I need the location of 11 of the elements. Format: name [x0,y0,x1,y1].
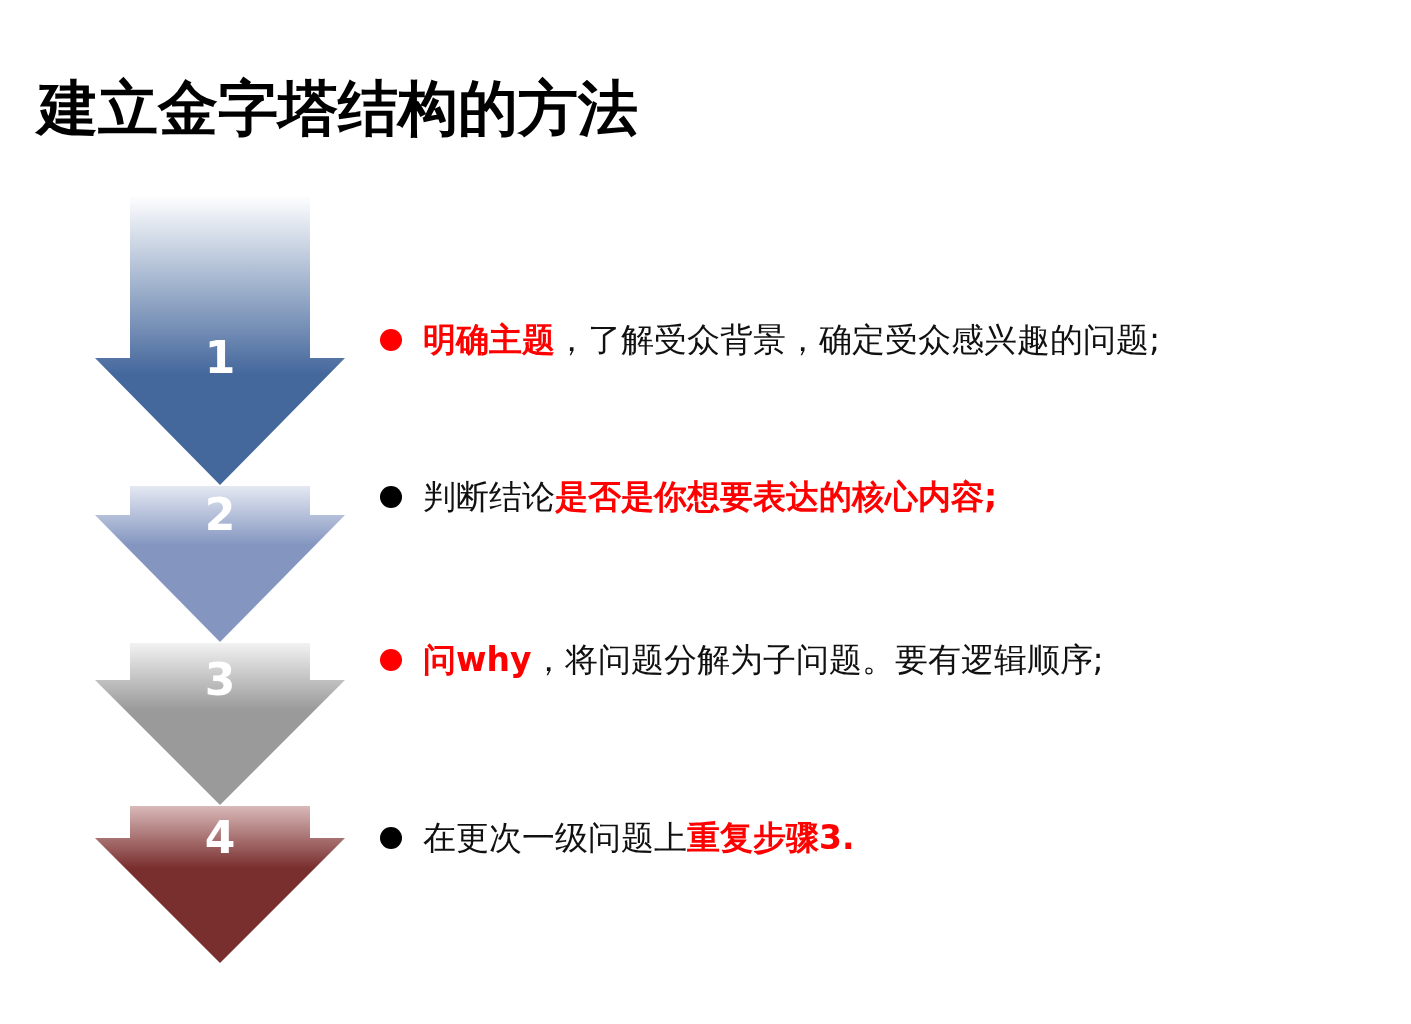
step-number: 4 [203,816,237,860]
step-number: 1 [203,336,237,380]
numbered-step [95,806,345,963]
step-number: 3 [203,658,237,702]
numbered-step [95,643,345,805]
bullet-text: 明确主题，了解受众背景，确定受众感兴趣的问题; [423,320,1161,360]
bullet-text: 判断结论是否是你想要表达的核心内容; [423,477,998,517]
bullet-text: 在更次一级问题上重复步骤3. [423,818,855,858]
numbered-step [95,486,345,642]
bullet-text: 问why，将问题分解为子问题。要有逻辑顺序; [423,640,1104,680]
step-number: 2 [203,493,237,537]
